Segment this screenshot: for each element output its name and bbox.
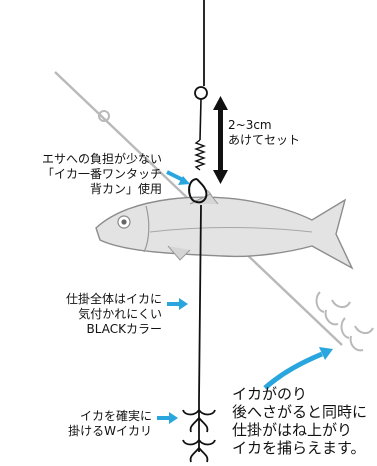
fish-illustration bbox=[95, 193, 354, 270]
ghost-swivel-icon bbox=[98, 110, 110, 122]
fish-lateral-line bbox=[149, 227, 313, 233]
action-label-line: 後へさがると同時に bbox=[232, 403, 368, 421]
arrow-icon bbox=[178, 176, 190, 185]
fish-pupil bbox=[121, 219, 127, 225]
bait-label: エサへの負担が少ない 「イカ一番ワンタッチ 背カン」使用 bbox=[16, 152, 162, 197]
color-label: 仕掛全体はイカに 気付かれにくい BLACKカラー bbox=[34, 292, 162, 337]
arrow-icon bbox=[169, 412, 178, 424]
hook-label-line: 掛けるWイカリ bbox=[68, 424, 152, 438]
hook-label-line: イカを確実に bbox=[79, 409, 152, 423]
gap-label-line: あけてセット bbox=[228, 133, 301, 147]
bait-label-line: 「イカ一番ワンタッチ bbox=[41, 167, 162, 181]
main-line-bottom bbox=[198, 204, 202, 401]
hook-label: イカを確実に 掛けるWイカリ bbox=[44, 409, 152, 439]
spring-icon bbox=[194, 139, 206, 171]
arrow-icon bbox=[179, 298, 188, 310]
action-label-line: イカを捕らえます。 bbox=[232, 439, 366, 457]
snap-icon bbox=[188, 178, 208, 204]
curved-arrow-icon bbox=[263, 351, 323, 390]
ghost-treble-hook-icon bbox=[315, 291, 374, 352]
color-label-line: 仕掛全体はイカに bbox=[65, 292, 162, 306]
arrow-icon bbox=[319, 347, 333, 360]
treble-hook-icon bbox=[182, 400, 216, 463]
fish-body bbox=[95, 196, 354, 270]
main-rig bbox=[182, 0, 216, 463]
fish-pectoral-fin bbox=[167, 245, 191, 261]
fish-gill bbox=[143, 205, 150, 253]
bait-label-line: エサへの負担が少ない bbox=[41, 152, 162, 166]
leader-line bbox=[199, 98, 202, 141]
gap-label-line: 2~3cm bbox=[228, 118, 272, 132]
blue-arrows bbox=[157, 170, 333, 424]
action-label-line: イカがのり bbox=[232, 385, 308, 403]
bait-label-line: 背カン」使用 bbox=[89, 182, 162, 196]
action-label: イカがのり 後へさがると同時に 仕掛がはね上がり イカを捕らえます。 bbox=[232, 385, 367, 457]
action-label-line: 仕掛がはね上がり bbox=[232, 421, 353, 439]
color-label-line: 気付かれにくい bbox=[78, 307, 162, 321]
gap-arrow-icon bbox=[213, 96, 228, 184]
swivel-icon bbox=[194, 86, 208, 100]
gap-label: 2~3cm あけてセット bbox=[228, 118, 300, 148]
color-label-line: BLACKカラー bbox=[86, 322, 162, 336]
